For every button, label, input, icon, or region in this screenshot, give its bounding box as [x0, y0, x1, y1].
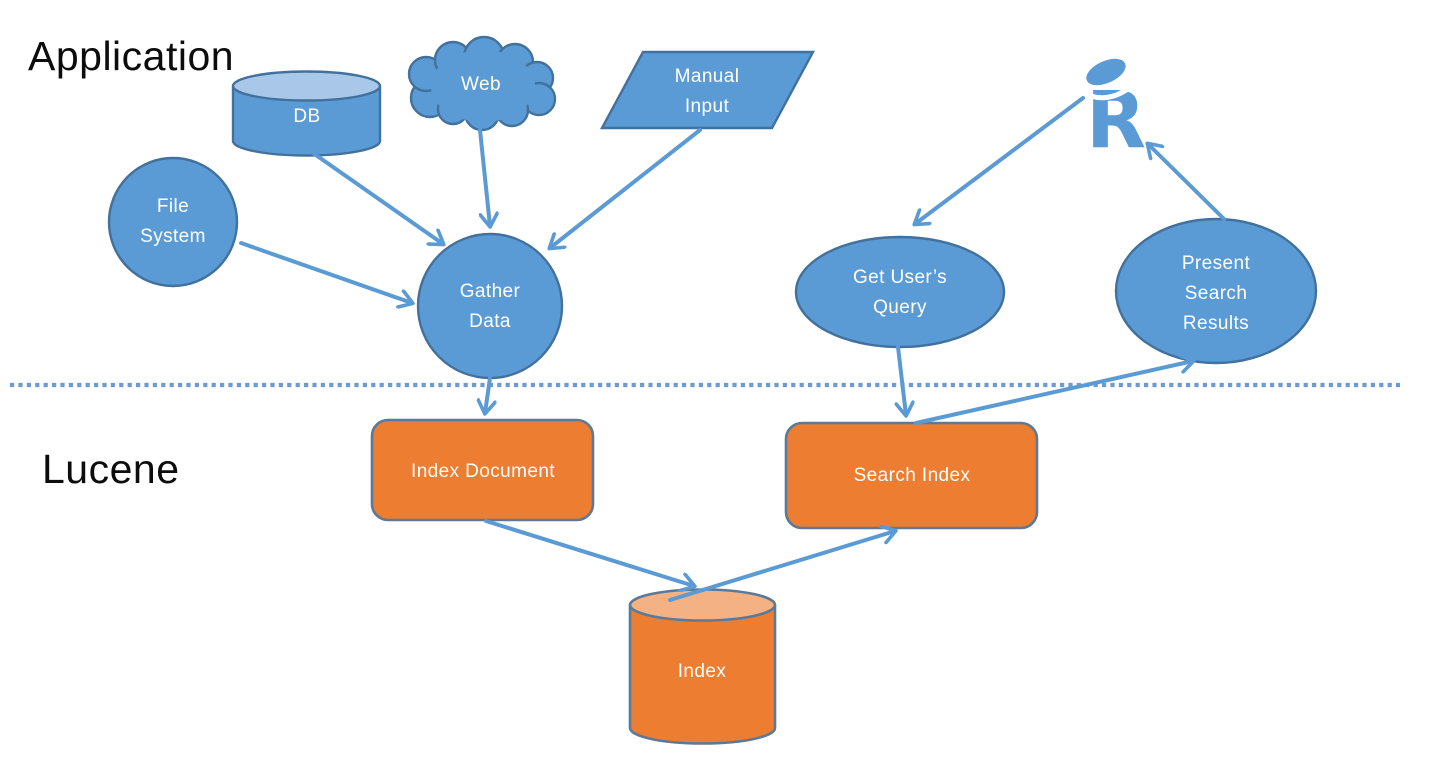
index-label: Index: [677, 661, 727, 682]
manual-input-label: Manual Input: [674, 66, 740, 117]
gather-data-label: Gather Data: [459, 281, 521, 332]
index-cylinder-shape: [628, 588, 777, 745]
present-search-results-ellipse-shape: [1114, 217, 1318, 365]
edge-file-system-to-gather-data: [239, 241, 412, 303]
application-section-title: Application: [28, 33, 235, 79]
db-label: DB: [293, 106, 321, 127]
present-search-results-label: Present Search Results: [1181, 253, 1251, 334]
edge-manual-input-to-gather-data: [550, 128, 702, 248]
get-users-query-label: Get User’s Query: [852, 267, 948, 318]
edge-index-to-search-index: [668, 531, 895, 602]
edge-get-users-query-to-search-index: [898, 345, 906, 415]
lucene-section-title: Lucene: [42, 446, 180, 492]
file-system-circle-shape: [107, 156, 239, 288]
search-index-label: Search Index: [853, 465, 971, 486]
search-index-box-shape: [784, 421, 1039, 530]
manual-input-parallelogram-shape: [599, 50, 816, 130]
edge-gather-data-to-index-document: [485, 376, 490, 413]
edge-present-search-results-to-user: [1148, 144, 1226, 221]
index-document-label: Index Document: [411, 461, 555, 482]
edge-db-to-gather-data: [311, 151, 443, 244]
edge-search-index-to-present-search-results: [914, 361, 1193, 425]
web-label: Web: [461, 74, 501, 95]
edge-index-document-to-index: [484, 519, 694, 586]
edge-web-to-gather-data: [478, 128, 490, 226]
svg-text:R: R: [1086, 76, 1146, 166]
edge-user-to-get-users-query: [915, 96, 1085, 224]
db-cylinder-shape: [231, 70, 382, 157]
web-cloud-shape: [407, 35, 557, 132]
user-person-icon: R: [1080, 58, 1146, 166]
index-document-box-shape: [370, 418, 595, 522]
file-system-label: File System: [140, 196, 206, 247]
